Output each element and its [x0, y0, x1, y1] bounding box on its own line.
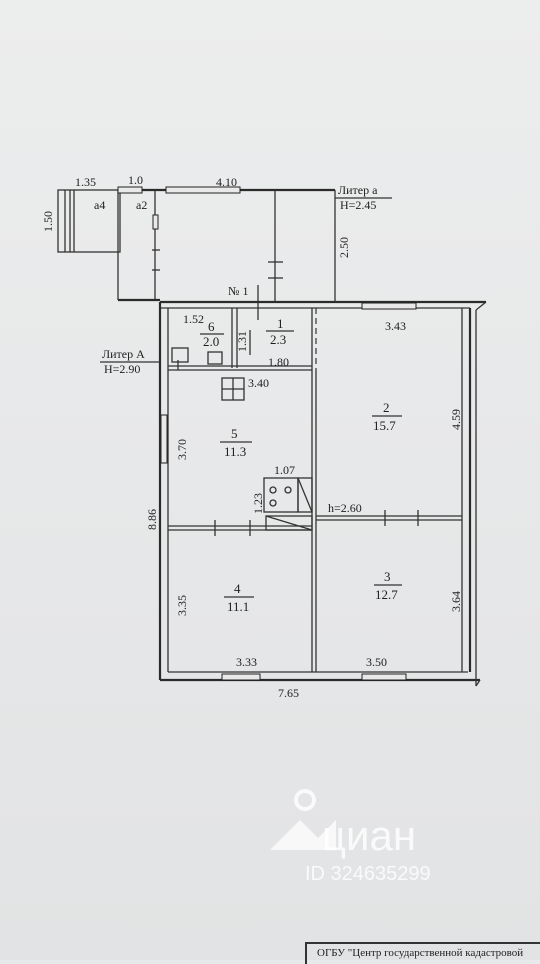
dim-3-35: 3.35: [175, 595, 189, 616]
footer-stamp: ОГБУ "Центр государственной кадастровой: [305, 942, 540, 964]
window-room-2: [361, 302, 417, 310]
footer-text: ОГБУ "Центр государственной кадастровой: [317, 947, 524, 959]
room-3-number: 3: [384, 569, 391, 584]
dim-1-31: 1.31: [235, 331, 249, 352]
annex-number-label: № 1: [228, 284, 248, 298]
main-house-height: H=2.90: [104, 362, 140, 376]
room-6-area: 2.0: [203, 334, 219, 349]
dim-annex-2-50: 2.50: [337, 237, 351, 258]
annex-window-2: [165, 186, 241, 194]
dim-1-80: 1.80: [268, 355, 289, 369]
window-room-5: [160, 414, 168, 464]
room-5-number: 5: [231, 426, 238, 441]
annex-room-a2: а2: [136, 198, 147, 212]
room-4: 4 11.1: [224, 581, 254, 614]
dim-annex-1-35: 1.35: [75, 175, 96, 189]
window-room-3: [361, 673, 407, 681]
watermark-id: ID 324635299: [305, 863, 431, 885]
dim-3-64: 3.64: [449, 591, 463, 612]
dim-1-52: 1.52: [183, 312, 204, 326]
dim-annex-1-50: 1.50: [41, 211, 55, 232]
room-4-number: 4: [234, 581, 241, 596]
annex-a4-outline: [57, 189, 121, 253]
annex-window-1: [117, 186, 143, 194]
room-1-number: 1: [277, 316, 284, 331]
room-1: 1 2.3: [266, 316, 294, 347]
chimney-fixture: [265, 515, 313, 531]
room-6-number: 6: [208, 319, 215, 334]
dim-3-40: 3.40: [248, 376, 269, 390]
dim-annex-4-10: 4.10: [216, 175, 237, 189]
dim-3-70: 3.70: [175, 439, 189, 460]
dim-annex-1-0: 1.0: [128, 173, 143, 187]
stove-fixture: [263, 477, 299, 513]
annex-label: Литер а: [338, 183, 378, 197]
annex-room-a4: а4: [94, 198, 105, 212]
cian-logo-icon: [270, 789, 336, 850]
room-1-area: 2.3: [270, 332, 286, 347]
dim-7-65: 7.65: [278, 686, 299, 700]
dim-1-23: 1.23: [251, 493, 265, 514]
room-2-number: 2: [383, 400, 390, 415]
room-3-area: 12.7: [375, 587, 398, 602]
room-5-area: 11.3: [224, 444, 246, 459]
annex-height: H=2.45: [340, 198, 376, 212]
main-house-walls: [158, 300, 487, 687]
room-5: 5 11.3: [220, 426, 252, 459]
room-2: 2 15.7: [372, 400, 402, 433]
cian-watermark: циан ID 324635299: [270, 789, 431, 885]
room-2-area: 15.7: [373, 418, 396, 433]
dim-3-43: 3.43: [385, 319, 406, 333]
main-house-label: Литер А: [102, 347, 145, 361]
window-room-4: [221, 673, 261, 681]
room-6: 6 2.0: [200, 319, 224, 349]
room-4-area: 11.1: [227, 599, 249, 614]
watermark-brand: циан: [322, 812, 416, 859]
ceiling-height-label: h=2.60: [328, 501, 362, 515]
dim-4-59: 4.59: [449, 409, 463, 430]
dim-3-33: 3.33: [236, 655, 257, 669]
dim-1-07: 1.07: [274, 463, 295, 477]
dim-3-50: 3.50: [366, 655, 387, 669]
room-3: 3 12.7: [374, 569, 402, 602]
dim-8-86: 8.86: [145, 509, 159, 530]
